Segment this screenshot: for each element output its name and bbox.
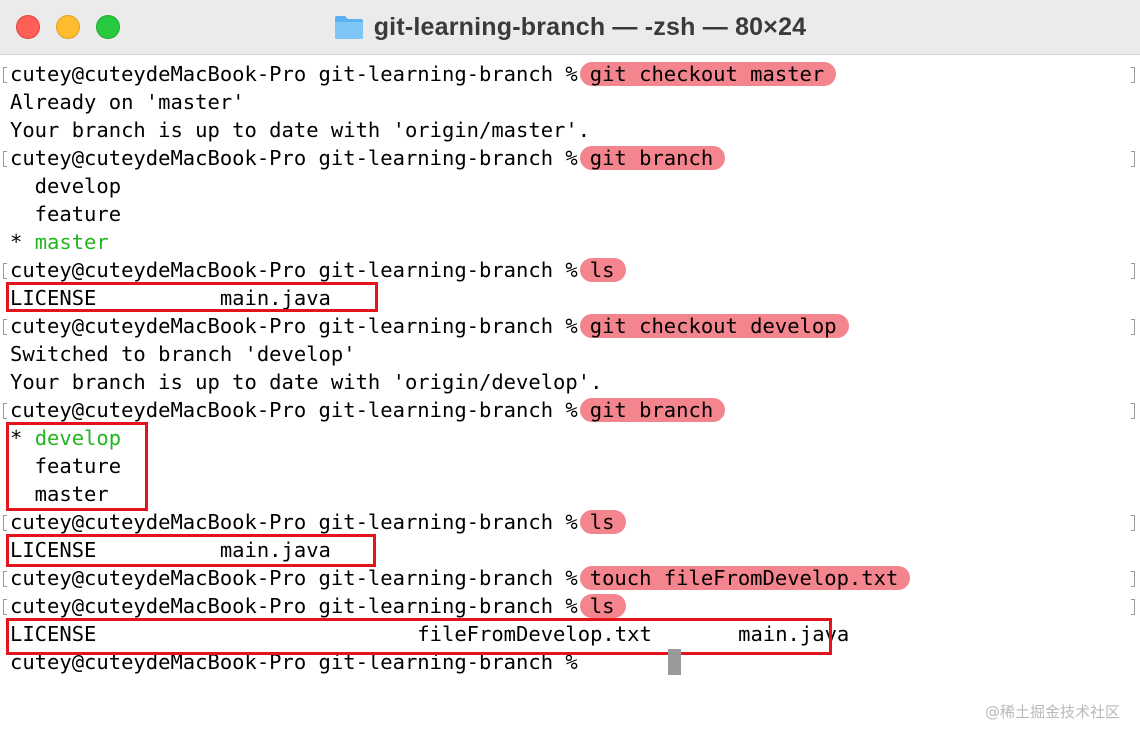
command-text: ls xyxy=(579,510,627,534)
line-marker-right xyxy=(1131,319,1135,335)
line-marker-right xyxy=(1131,263,1135,279)
line-marker-right xyxy=(1131,599,1135,615)
line-marker-left xyxy=(3,599,7,615)
prompt: cutey@cuteydeMacBook-Pro git-learning-br… xyxy=(10,594,578,618)
prompt: cutey@cuteydeMacBook-Pro git-learning-br… xyxy=(10,510,578,534)
command-text: git branch xyxy=(579,398,726,422)
terminal-cursor xyxy=(668,649,681,675)
line-marker-left xyxy=(3,319,7,335)
line-marker-left xyxy=(3,67,7,83)
annotation-box xyxy=(6,422,148,511)
ls-output: LICENSE main.java xyxy=(10,538,331,562)
prompt: cutey@cuteydeMacBook-Pro git-learning-br… xyxy=(10,314,578,338)
title-bar: git-learning-branch — -zsh — 80×24 xyxy=(0,0,1140,55)
window-title: git-learning-branch — -zsh — 80×24 xyxy=(373,12,807,41)
command-text: git checkout master xyxy=(579,62,837,86)
line-marker-right xyxy=(1131,403,1135,419)
line-marker-right xyxy=(1131,515,1135,531)
line-marker-left xyxy=(3,403,7,419)
line-marker-left xyxy=(3,151,7,167)
current-branch-name: master xyxy=(34,230,109,254)
output-line: Your branch is up to date with 'origin/d… xyxy=(10,370,603,394)
line-marker-left xyxy=(3,515,7,531)
prompt-line: cutey@cuteydeMacBook-Pro git-learning-br… xyxy=(10,592,627,620)
line-marker-right xyxy=(1131,151,1135,167)
command-text: git branch xyxy=(579,146,726,170)
branch-item: feature xyxy=(10,454,122,478)
prompt-line: cutey@cuteydeMacBook-Pro git-learning-br… xyxy=(10,564,911,592)
output-line: Switched to branch 'develop' xyxy=(10,342,356,366)
current-branch-item: * master xyxy=(10,228,109,256)
annotation-box xyxy=(6,282,378,312)
zoom-button[interactable] xyxy=(96,15,120,39)
line-marker-right xyxy=(1131,571,1135,587)
close-button[interactable] xyxy=(16,15,40,39)
prompt-line: cutey@cuteydeMacBook-Pro git-learning-br… xyxy=(10,144,726,172)
prompt: cutey@cuteydeMacBook-Pro git-learning-br… xyxy=(10,566,578,590)
prompt: cutey@cuteydeMacBook-Pro git-learning-br… xyxy=(10,62,578,86)
terminal-content[interactable]: cutey@cuteydeMacBook-Pro git-learning-br… xyxy=(0,60,1140,742)
prompt: cutey@cuteydeMacBook-Pro git-learning-br… xyxy=(10,146,578,170)
prompt-line: cutey@cuteydeMacBook-Pro git-learning-br… xyxy=(10,256,627,284)
prompt: cutey@cuteydeMacBook-Pro git-learning-br… xyxy=(10,398,578,422)
minimize-button[interactable] xyxy=(56,15,80,39)
annotation-box xyxy=(6,618,832,655)
watermark: @稀土掘金技术社区 xyxy=(984,703,1120,721)
ls-output: LICENSE main.java xyxy=(10,286,331,310)
prompt-line: cutey@cuteydeMacBook-Pro git-learning-br… xyxy=(10,60,837,88)
prompt-line: cutey@cuteydeMacBook-Pro git-learning-br… xyxy=(10,508,627,536)
folder-icon xyxy=(334,16,363,39)
annotation-box xyxy=(6,534,376,567)
line-marker-right xyxy=(1131,67,1135,83)
branch-item: master xyxy=(10,482,109,506)
prompt-line: cutey@cuteydeMacBook-Pro git-learning-br… xyxy=(10,396,726,424)
command-text: ls xyxy=(579,258,627,282)
prompt: cutey@cuteydeMacBook-Pro git-learning-br… xyxy=(10,258,578,282)
current-branch-name: develop xyxy=(34,426,122,450)
branch-item: feature xyxy=(10,202,122,226)
command-text: git checkout develop xyxy=(579,314,849,338)
current-marker: * xyxy=(10,426,35,450)
current-marker: * xyxy=(10,230,35,254)
line-marker-left xyxy=(3,263,7,279)
command-text: ls xyxy=(579,594,627,618)
current-branch-item: * develop xyxy=(10,424,121,452)
command-text: touch fileFromDevelop.txt xyxy=(579,566,911,590)
line-marker-left xyxy=(3,571,7,587)
output-line: Your branch is up to date with 'origin/m… xyxy=(10,118,591,142)
branch-item: develop xyxy=(10,174,122,198)
output-line: Already on 'master' xyxy=(10,90,245,114)
prompt-line: cutey@cuteydeMacBook-Pro git-learning-br… xyxy=(10,312,849,340)
